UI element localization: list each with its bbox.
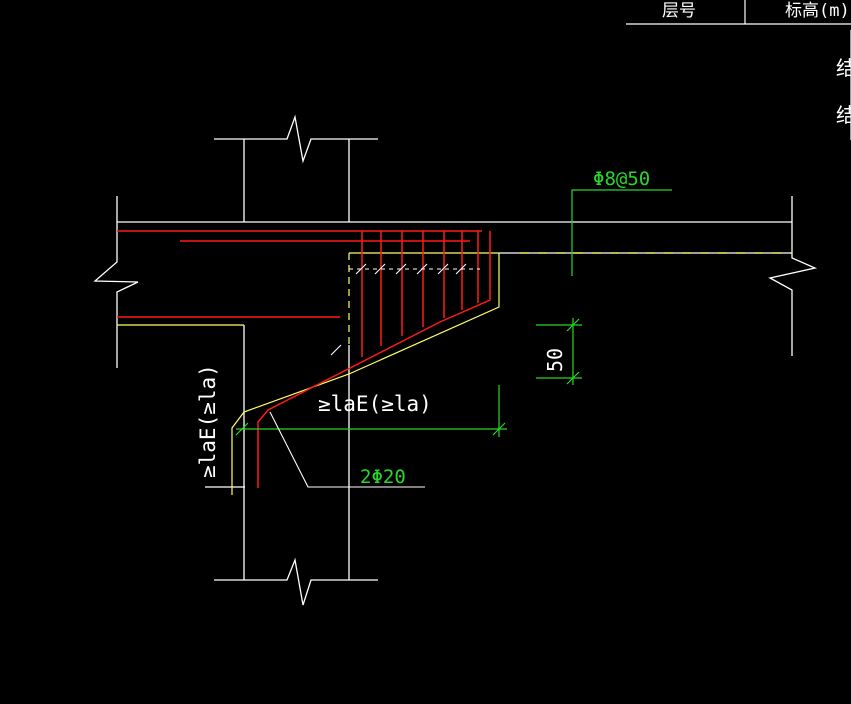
hidden-lines <box>117 252 792 495</box>
title-header-right: 标高(m) <box>785 1 850 21</box>
title-block <box>626 0 851 140</box>
bent-haunch-bar-2phi20 <box>257 231 491 488</box>
rebars <box>117 230 491 488</box>
concrete-outline <box>93 114 818 606</box>
dimension-lines <box>235 189 672 437</box>
bar-leader-line <box>269 411 425 488</box>
upper-column-break-line <box>214 114 378 164</box>
dim-50-label: 50 <box>543 348 567 372</box>
title-side-glyph-1: 结 <box>836 56 851 80</box>
lower-column-break-line <box>214 557 378 606</box>
stirrup-ticks <box>330 263 467 356</box>
title-side-glyph-2: 结 <box>836 103 851 127</box>
left-beam-break-line <box>93 196 139 368</box>
stirrup-leader-line <box>571 189 672 276</box>
anchor-vertical-label: ≥laE(≥la) <box>196 364 220 478</box>
title-header-left: 层号 <box>662 1 696 21</box>
anchor-horizontal-label: ≥laE(≥la) <box>318 392 432 416</box>
haunch-sloped-outline <box>231 253 500 495</box>
bar-label: 2Φ20 <box>360 466 406 488</box>
right-beam-break-line <box>768 196 818 356</box>
stirrup-label: Φ8@50 <box>593 168 650 190</box>
